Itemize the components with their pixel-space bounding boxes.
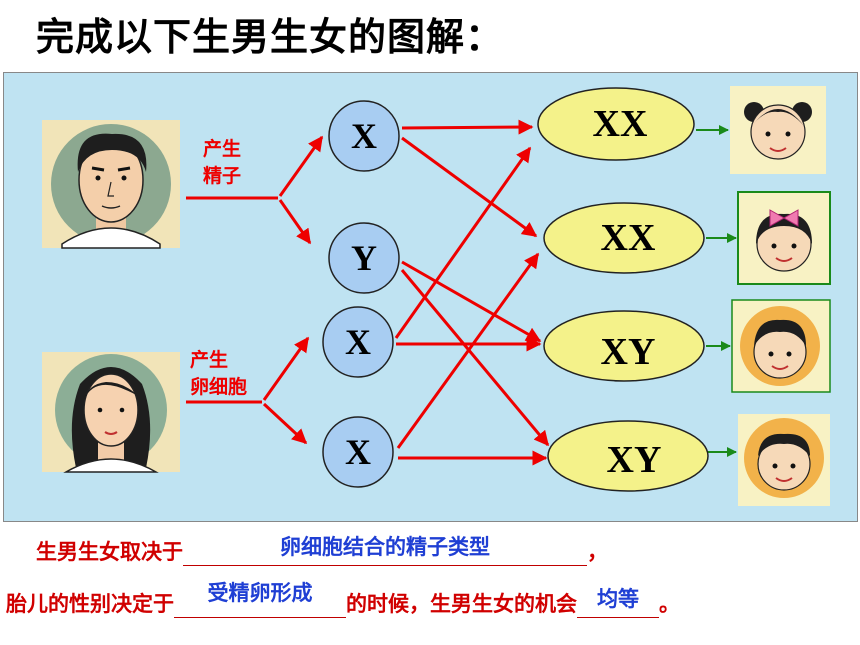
question-1-prefix: 生男生女取决于: [36, 540, 183, 564]
question-2-answer-1: 受精卵形成: [207, 581, 313, 605]
mother-product-label: 卵细胞: [190, 375, 247, 398]
mother-process-label: 产生: [190, 348, 228, 371]
sperm-y-label: Y: [351, 238, 377, 278]
child-girl-pigtails: [730, 86, 826, 174]
father-process-label: 产生: [203, 137, 241, 160]
sperm-y-to-zygote4-arrow: [400, 269, 550, 447]
zygote-2: XX: [543, 202, 705, 274]
question-1: 生男生女取决于 卵细胞结合的精子类型 ，: [36, 535, 608, 566]
question-2-middle: 的时候，生男生女的机会: [346, 592, 577, 616]
child-boy-1: [731, 299, 831, 393]
mother-fork-to-x1-arrow: [262, 336, 310, 401]
child-girl-bow: [737, 191, 831, 285]
page-title: 完成以下生男生女的图解：: [36, 15, 505, 59]
father-product-label: 精子: [203, 164, 241, 187]
question-1-blank: 卵细胞结合的精子类型: [183, 535, 587, 566]
zygote-4: XY: [547, 420, 709, 492]
egg-x1-gamete: X: [322, 306, 394, 378]
zygote-2-label: XX: [601, 217, 656, 259]
sperm-y-to-zygote3-arrow: [401, 260, 542, 343]
egg-x1-label: X: [345, 322, 371, 362]
question-2-blank-2: 均等: [577, 587, 659, 618]
sperm-x-to-zygote1-arrow: [401, 119, 534, 135]
sperm-x-label: X: [351, 116, 377, 156]
egg-x2-gamete: X: [322, 416, 394, 488]
question-2-prefix: 胎儿的性别决定于: [6, 592, 174, 616]
egg-x2-label: X: [345, 432, 371, 472]
child-boy-2: [738, 414, 830, 506]
question-2-suffix: 。: [659, 592, 680, 616]
sperm-y-gamete: Y: [328, 222, 400, 294]
father-fork-to-y-arrow: [278, 199, 312, 245]
question-1-answer: 卵细胞结合的精子类型: [280, 535, 490, 559]
egg-x2-to-zygote2-arrow: [396, 252, 540, 449]
zygote-3: XY: [543, 310, 705, 382]
mother-fork-to-x2-arrow: [262, 402, 308, 445]
egg-x1-to-zygote1-arrow: [394, 146, 532, 339]
father-portrait: [42, 120, 180, 249]
question-2-blank-1: 受精卵形成: [174, 581, 346, 618]
question-2-answer-2: 均等: [597, 587, 639, 611]
zygote-4-label: XY: [607, 439, 662, 481]
zygote-3-label: XY: [601, 331, 656, 373]
father-fork-to-x-arrow: [278, 135, 324, 197]
question-2: 胎儿的性别决定于 受精卵形成 的时候，生男生女的机会均等。: [6, 581, 680, 618]
sperm-x-gamete: X: [328, 100, 400, 172]
zygote-1: XX: [537, 87, 695, 161]
mother-portrait: [42, 352, 180, 473]
zygote-1-label: XX: [593, 103, 648, 145]
sperm-x-to-zygote2-arrow: [401, 136, 538, 238]
question-1-suffix: ，: [587, 540, 608, 564]
